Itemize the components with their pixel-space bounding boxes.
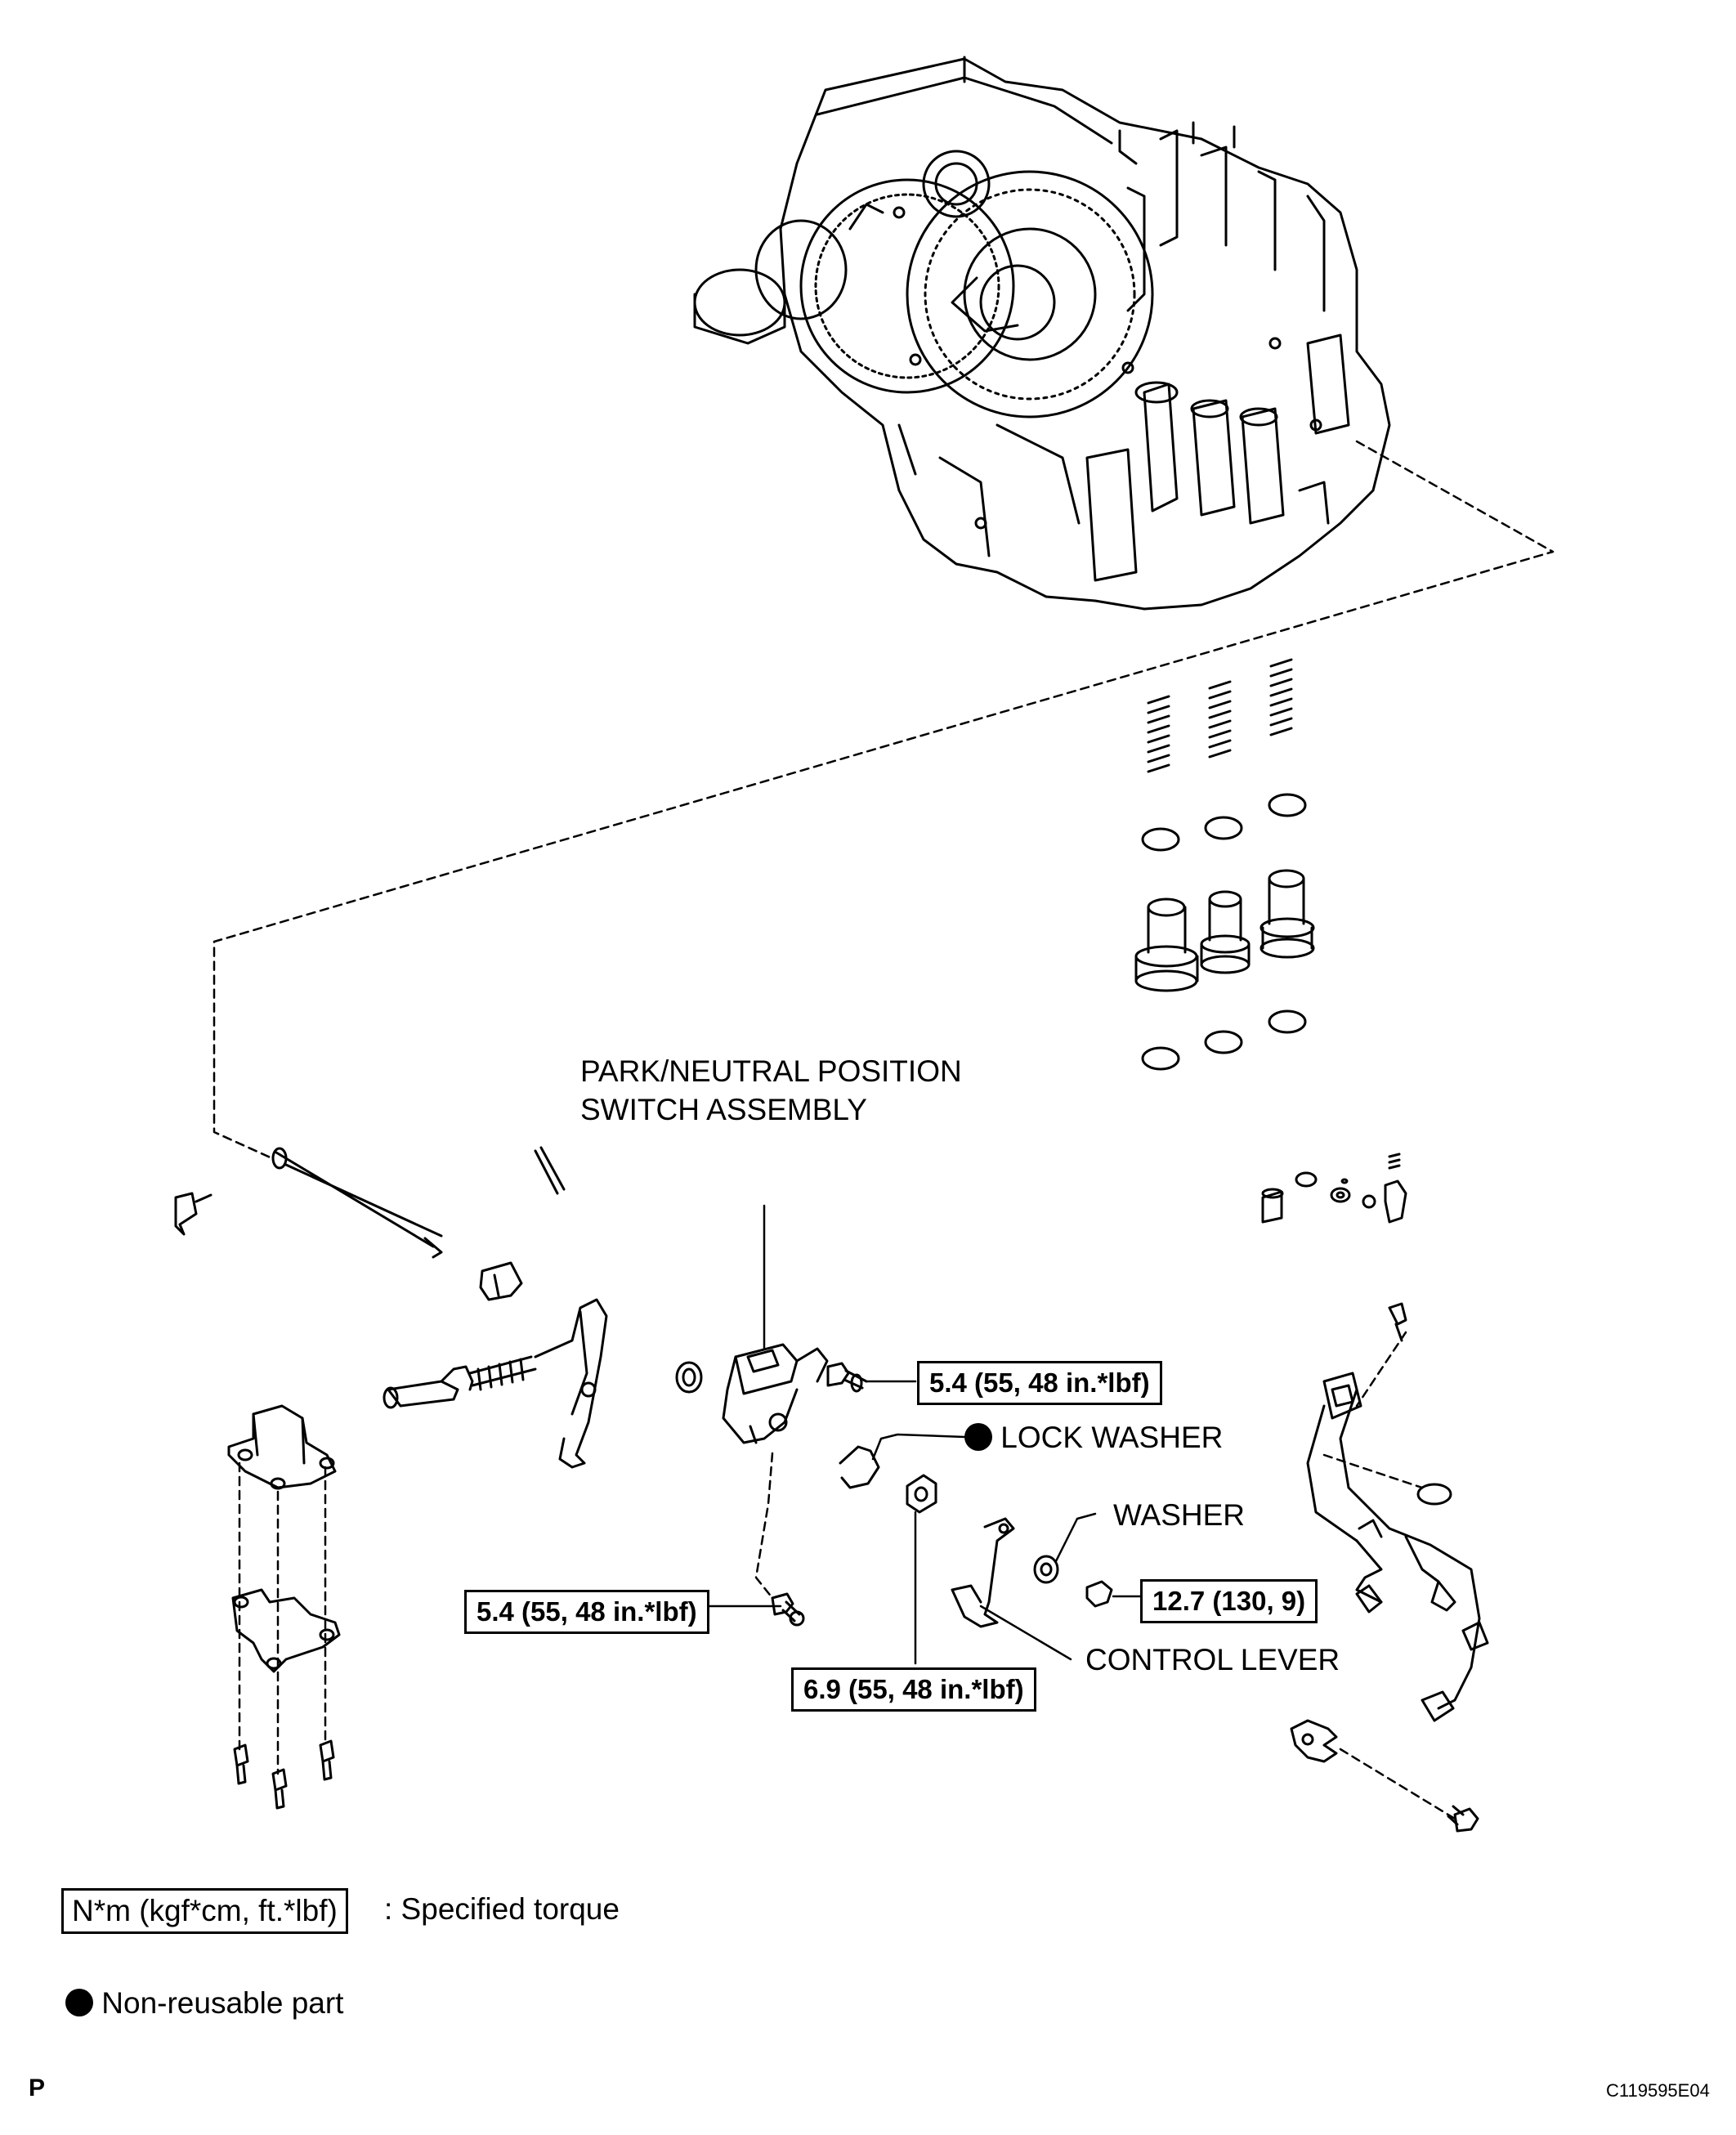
figure-code: C119595E04 <box>1606 2080 1710 2101</box>
accumulator-pistons <box>1134 869 1315 992</box>
springs <box>1147 658 1293 773</box>
harness-clamp <box>1290 1719 1338 1763</box>
clamp-bolt <box>1447 1805 1479 1833</box>
collar <box>479 1261 523 1301</box>
clip <box>174 1192 213 1236</box>
control-lever <box>951 1517 1015 1628</box>
washer-label: WASHER <box>1113 1498 1246 1532</box>
control-lever-label: CONTROL LEVER <box>1085 1643 1340 1676</box>
harness-oring <box>1416 1483 1452 1506</box>
lower-bolt <box>771 1592 805 1627</box>
bracket-upper <box>227 1404 337 1490</box>
pnp-switch-label-line2: SWITCH ASSEMBLY <box>580 1093 867 1126</box>
neutral-switch <box>675 1343 829 1444</box>
pnp-switch-label-line1: PARK/NEUTRAL POSITION <box>580 1054 962 1088</box>
lock-washer-label: LOCK WASHER <box>964 1421 1223 1456</box>
nut <box>906 1474 937 1514</box>
torque-box-lever-nut: 12.7 (130, 9) <box>1140 1579 1318 1623</box>
torque-box-switch-bolt: 5.4 (55, 48 in.*lbf) <box>917 1361 1162 1405</box>
legend-nonreusable: Non-reusable part <box>65 1986 343 2021</box>
lever-nut <box>1085 1580 1113 1608</box>
page-letter: P <box>29 2075 46 2101</box>
torque-box-lower-bolt: 5.4 (55, 48 in.*lbf) <box>464 1590 709 1634</box>
bracket-lower <box>231 1588 341 1673</box>
non-reusable-dot-icon <box>964 1423 992 1451</box>
pin <box>534 1146 566 1195</box>
transaxle-housing <box>693 56 1391 611</box>
legend-torque-box: N*m (kgf*cm, ft.*lbf) <box>61 1888 348 1935</box>
small-parts <box>1261 1153 1407 1224</box>
torque-box-nut: 6.9 (55, 48 in.*lbf) <box>791 1667 1036 1712</box>
washer <box>1033 1555 1059 1584</box>
switch-bolt <box>826 1362 868 1393</box>
lock-washer-text: LOCK WASHER <box>1000 1421 1224 1454</box>
legend-nonreusable-text: Non-reusable part <box>101 1986 344 2020</box>
bracket-bolts <box>233 1739 335 1810</box>
detent-lever-rod <box>383 1298 608 1469</box>
manual-shaft <box>271 1147 443 1259</box>
lock-washer <box>839 1445 880 1489</box>
legend-torque-text: : Specified torque <box>384 1892 620 1926</box>
wire-harness <box>1306 1302 1489 1722</box>
legend-dot-icon <box>65 1989 93 2016</box>
